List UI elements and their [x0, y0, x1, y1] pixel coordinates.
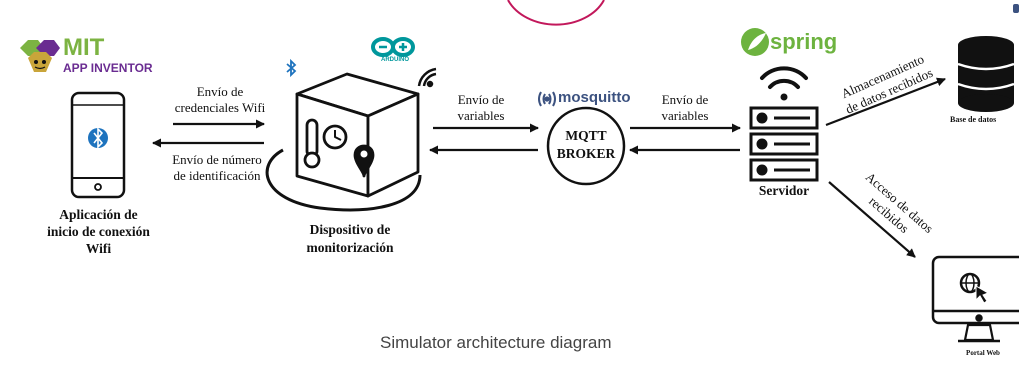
arrow-server-to-database: [825, 77, 946, 127]
spring-logo-text: spring: [770, 29, 838, 54]
mqtt-broker-label: MQTT BROKER: [556, 128, 616, 161]
server-wifi-icon: [760, 66, 808, 101]
device-caption: Dispositivo de monitorización: [306, 222, 394, 255]
mit-app-inventor-logo-icon: [20, 40, 60, 72]
mosquitto-logo-text: mosquitto: [558, 89, 631, 106]
portal-caption: Portal Web: [966, 349, 1000, 357]
app-inventor-logo-text: APP INVENTOR: [63, 61, 153, 75]
arduino-logo-icon: [371, 37, 415, 57]
mit-logo-text: MIT: [63, 34, 105, 61]
label-device-to-broker: Envío de variables: [457, 92, 505, 123]
database-icon: [957, 4, 1019, 112]
label-broker-to-server: Envío de variables: [661, 92, 709, 123]
mosquitto-logo-icon: [538, 91, 556, 107]
database-caption: Base de datos: [950, 115, 997, 124]
label-device-to-app: Envío de número de identificación: [172, 152, 262, 183]
decorative-ring: [507, 0, 605, 26]
app-caption: Aplicación de inicio de conexión Wifi: [47, 207, 150, 256]
label-app-to-device: Envío de credenciales Wifi: [174, 84, 266, 115]
device-wifi-icon: [417, 67, 437, 88]
server-rack-icon: [749, 106, 819, 182]
server-caption: Servidor: [758, 183, 810, 198]
smartphone-icon: [70, 91, 126, 199]
monitoring-device-icon: [265, 72, 422, 212]
mqtt-broker-node: [546, 106, 626, 186]
bluetooth-icon: [286, 58, 297, 78]
spring-logo-icon: [741, 28, 769, 56]
figure-caption: Simulator architecture diagram: [380, 333, 612, 352]
arrow-server-to-portal: [828, 181, 916, 258]
arduino-logo-text: ARDUINO: [381, 57, 409, 63]
web-portal-monitor-icon: [931, 255, 1019, 343]
